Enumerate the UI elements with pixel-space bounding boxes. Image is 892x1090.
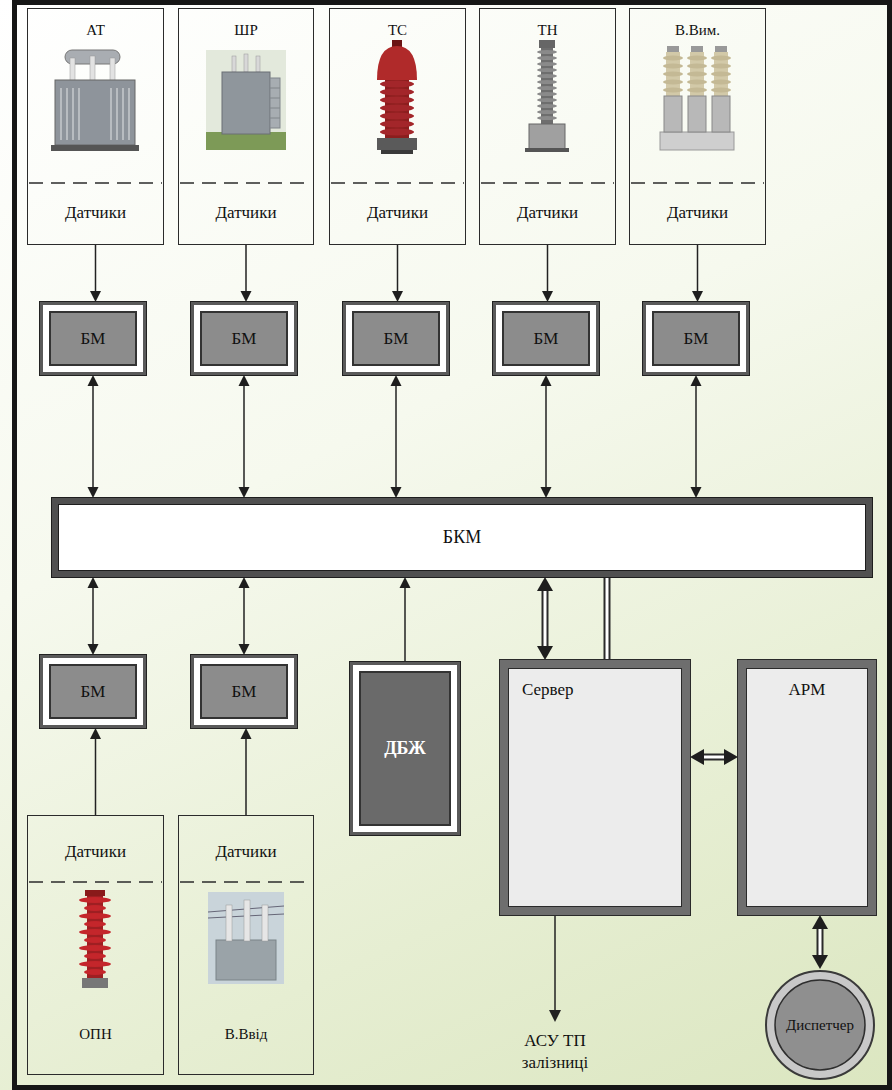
- monitoring-block: БМ: [191, 655, 297, 728]
- connector: [90, 245, 101, 302]
- connector: [88, 577, 99, 655]
- workstation-box: АРМ: [738, 660, 876, 915]
- connector: [239, 375, 250, 498]
- node-label: Датчики: [517, 203, 578, 223]
- equipment-box: ШР Датчики: [178, 8, 314, 245]
- node-label: В.Ввід: [225, 1025, 268, 1043]
- node-label: ТС: [388, 21, 407, 39]
- connector: [400, 577, 411, 662]
- equipment-box: ДатчикиОПН: [27, 815, 164, 1075]
- central-monitoring-bus: БКМ: [52, 498, 872, 577]
- output-arrow: [549, 915, 561, 1022]
- equipment-box: В.Вим. Датчики: [629, 8, 766, 245]
- connector: [239, 577, 250, 655]
- node-label: Датчики: [367, 203, 428, 223]
- node-label: БМ: [232, 681, 257, 701]
- monitoring-block: БМ: [40, 655, 146, 728]
- connector: [391, 375, 402, 498]
- connector: [88, 375, 99, 498]
- connector: [607, 577, 608, 660]
- autotransformer-picture: [51, 50, 139, 151]
- server-box: Сервер: [500, 660, 690, 915]
- node-label: ДБЖ: [384, 738, 426, 760]
- ups-block: ДБЖ: [350, 662, 460, 835]
- connector: [692, 245, 703, 302]
- node-label: Датчики: [215, 203, 276, 223]
- equipment-box: ТН Датчики: [479, 8, 616, 245]
- arrester-picture: [79, 890, 111, 988]
- connector: [90, 728, 101, 815]
- connector: [812, 915, 828, 969]
- monitoring-block: БМ: [493, 302, 599, 375]
- node-label: Датчики: [667, 203, 728, 223]
- connector: [392, 245, 403, 302]
- node-label: БМ: [81, 681, 106, 701]
- breaker-picture: [660, 46, 734, 150]
- node-label: ОПН: [79, 1025, 112, 1043]
- connector: [541, 375, 552, 498]
- node-label: Датчики: [65, 203, 126, 223]
- node-label: ШР: [234, 21, 257, 39]
- node-label: АТ: [86, 21, 105, 39]
- node-label: АРМ: [789, 680, 826, 700]
- node-label: Датчики: [65, 842, 126, 862]
- connector: [241, 245, 252, 302]
- bushing-picture: [208, 892, 284, 984]
- node-label: В.Вим.: [675, 21, 720, 39]
- connector: [537, 577, 553, 660]
- node-label: БМ: [232, 328, 257, 348]
- connector: [690, 749, 738, 765]
- caption-label: АСУ ТП залізниці: [490, 1030, 620, 1074]
- connector: [241, 728, 252, 815]
- node-label: БКМ: [443, 527, 481, 549]
- node-label: БМ: [384, 328, 409, 348]
- node-label: Датчики: [215, 842, 276, 862]
- node-label: Сервер: [522, 680, 574, 700]
- node-label: Диспетчер: [786, 1016, 854, 1034]
- node-label: ТН: [538, 21, 558, 39]
- voltage-transformer-picture: [525, 40, 569, 152]
- connector: [542, 245, 553, 302]
- monitoring-block: БМ: [643, 302, 749, 375]
- equipment-box: АТ Датчики: [27, 8, 164, 245]
- monitoring-block: БМ: [343, 302, 449, 375]
- equipment-box: ТС Датчики: [329, 8, 466, 245]
- current-transformer-picture: [377, 40, 417, 154]
- connector: [691, 375, 702, 498]
- reactor-picture: [206, 50, 286, 150]
- dispatcher-circle: Диспетчер: [764, 969, 876, 1081]
- monitoring-block: БМ: [191, 302, 297, 375]
- node-label: БМ: [684, 328, 709, 348]
- equipment-box: ДатчикиВ.Ввід: [178, 815, 314, 1075]
- monitoring-block: БМ: [40, 302, 146, 375]
- node-label: БМ: [534, 328, 559, 348]
- node-label: БМ: [81, 328, 106, 348]
